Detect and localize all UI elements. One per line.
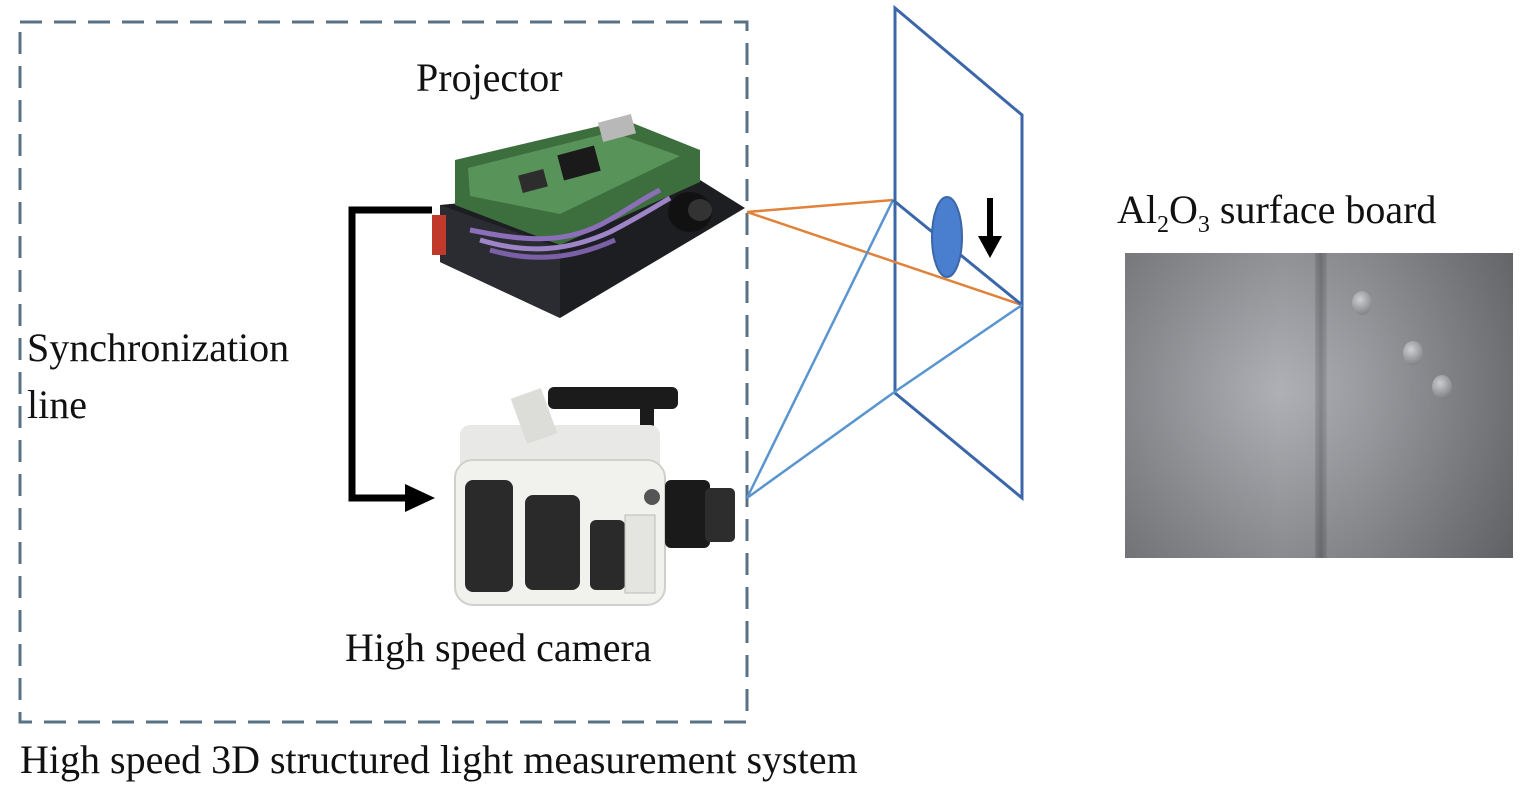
surface-groove <box>1315 253 1327 558</box>
surface-board-prefix: Al <box>1117 187 1157 232</box>
droplet-1 <box>1352 291 1372 315</box>
photo-vignette <box>1125 253 1513 558</box>
surface-board-sub2: 3 <box>1197 212 1210 238</box>
synchronization-line <box>348 206 435 512</box>
camera-label: High speed camera <box>345 625 652 670</box>
surface-board-mid: O <box>1169 187 1198 232</box>
projection-rays <box>746 198 1023 307</box>
system-caption: High speed 3D structured light measureme… <box>20 737 858 782</box>
down-arrow-icon <box>978 198 1002 258</box>
surface-board-photo <box>1125 253 1513 558</box>
target-plane <box>893 4 1024 502</box>
projector-label: Projector <box>416 55 563 100</box>
sync-line-label-2: line <box>27 382 87 427</box>
surface-board-sub1: 2 <box>1157 212 1169 238</box>
droplet-3 <box>1432 375 1452 399</box>
sync-line-label-1: Synchronization <box>27 325 290 370</box>
camera-view-rays <box>745 198 1023 500</box>
surface-board-suffix: surface board <box>1209 187 1437 232</box>
right-arrow-icon <box>405 484 435 512</box>
droplet-shape <box>931 196 963 278</box>
projector-picture <box>432 113 745 318</box>
system-boundary-box <box>18 20 749 724</box>
surface-board-label: Al2O3 surface board <box>1117 187 1437 238</box>
high-speed-camera-picture <box>454 387 735 606</box>
droplet-2 <box>1403 341 1423 365</box>
